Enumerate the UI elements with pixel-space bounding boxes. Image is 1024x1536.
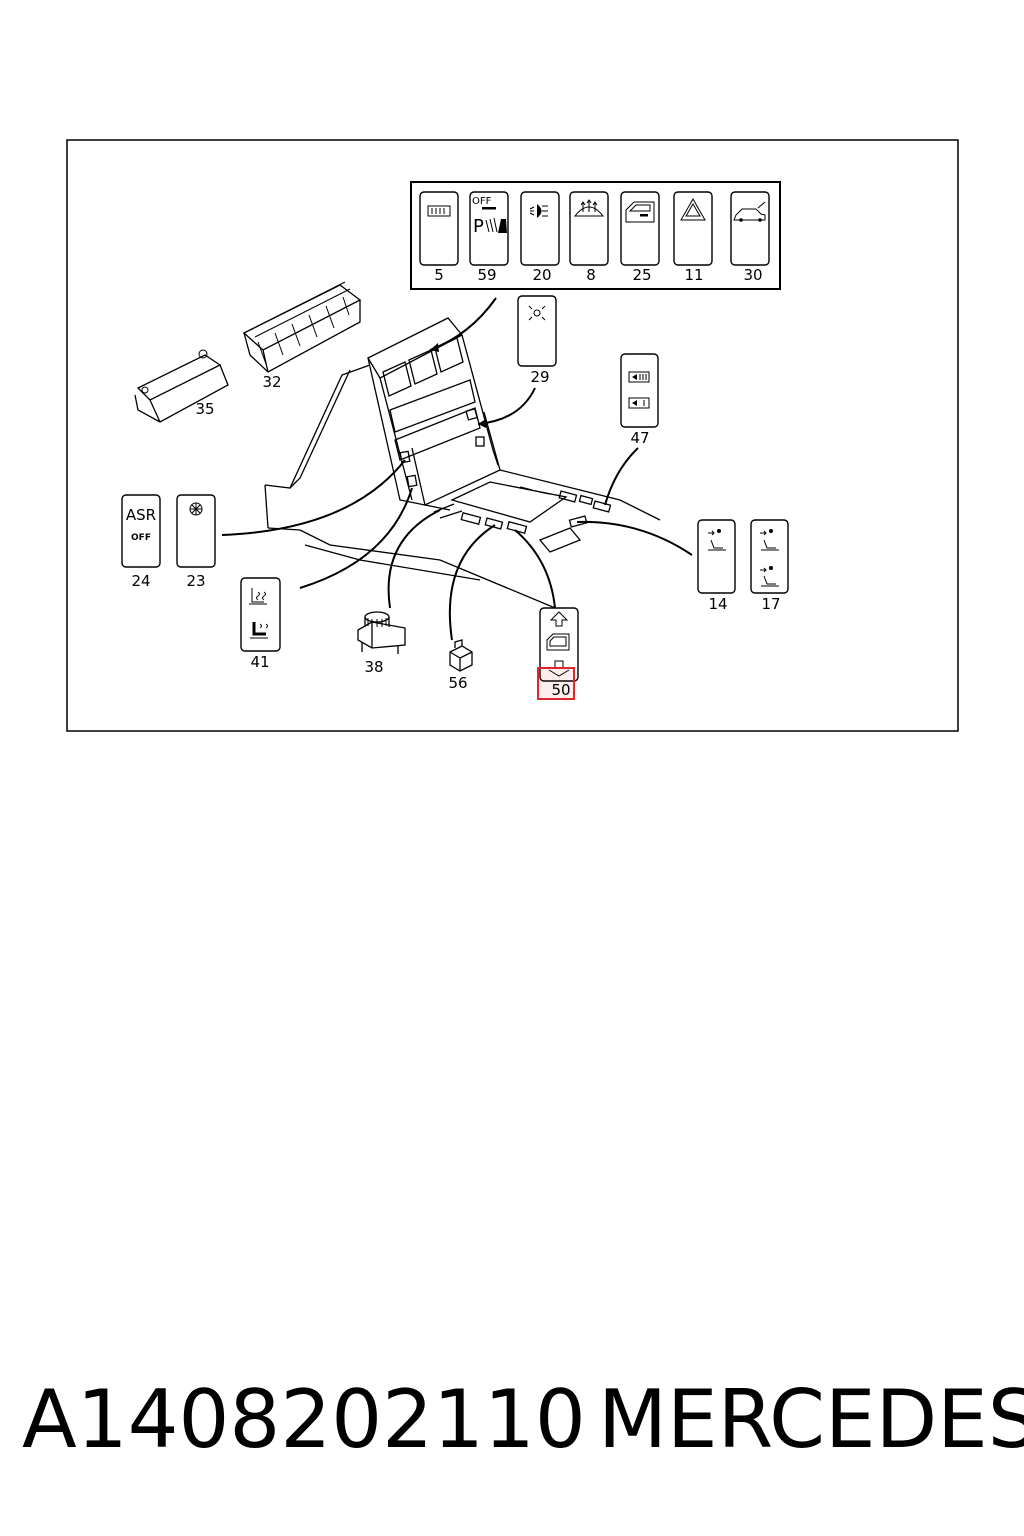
interior-light-icon: [528, 305, 546, 321]
asr-label: ASR: [126, 506, 156, 524]
seat-adjust-rear-icon: [760, 566, 779, 587]
parts-diagram: 5 OFF P 59 20: [66, 139, 959, 732]
callout-25: 25: [632, 266, 651, 284]
callout-32: 32: [262, 373, 281, 391]
callout-5: 5: [434, 266, 444, 284]
blind-down-icon: [628, 397, 650, 409]
callout-20: 20: [532, 266, 551, 284]
switch-17-seat-adjust[interactable]: [750, 519, 789, 594]
highlight-box-50: [537, 667, 575, 700]
arrow-down-icon: [548, 669, 570, 677]
callout-11: 11: [684, 266, 703, 284]
callout-41: 41: [250, 653, 269, 671]
switch-30-trunk[interactable]: [730, 191, 770, 266]
seat-heater-lower-icon: [250, 622, 268, 639]
switch-bank-top: 5 OFF P 59 20: [410, 181, 781, 290]
switch-14-seat-adjust[interactable]: [697, 519, 736, 594]
caption: A1408202110 MERCEDES: [0, 1370, 1024, 1470]
blind-up-icon: [628, 371, 650, 383]
callout-35: 35: [195, 400, 214, 418]
callout-17: 17: [761, 595, 780, 613]
diagram-frame: [66, 139, 959, 732]
part-32-switch-carrier: [242, 281, 362, 373]
callout-47: 47: [630, 429, 649, 447]
leader-lines: [221, 297, 693, 641]
brand-name: MERCEDES: [598, 1373, 1024, 1466]
callout-24: 24: [131, 572, 150, 590]
door-icon: [625, 201, 655, 223]
switch-11-hazard[interactable]: [673, 191, 713, 266]
callout-50: 50: [551, 681, 570, 699]
asr-off-label: OFF: [131, 533, 151, 543]
fog-light-icon: [529, 204, 548, 218]
part-56-small-switch: [449, 639, 473, 672]
callout-38: 38: [364, 658, 383, 676]
switch-23-heater[interactable]: [176, 494, 216, 568]
windshield-heater-icon: [573, 199, 605, 217]
arrow-up-icon: [549, 611, 569, 627]
switch-8-windshield-heater[interactable]: [569, 191, 609, 266]
switch-47-rear-blind[interactable]: [620, 353, 659, 428]
switch-41-seat-heater[interactable]: [240, 577, 281, 652]
parking-sensor-icon: [485, 217, 507, 233]
seat-adjust-front-icon: [760, 529, 779, 551]
seat-adjust-icon: [708, 529, 726, 551]
switch-25-door-lock[interactable]: [620, 191, 660, 266]
hazard-triangle-icon: [680, 197, 706, 221]
part-number: A1408202110: [22, 1373, 586, 1466]
rear-defroster-icon: [427, 205, 451, 217]
callout-59: 59: [477, 266, 496, 284]
switch-5-rear-defroster[interactable]: [419, 191, 459, 266]
window-icon: [546, 633, 570, 651]
switch-59-off-label: OFF: [472, 196, 492, 207]
switch-50-power-window[interactable]: [539, 607, 579, 682]
callout-8: 8: [586, 266, 596, 284]
seat-heater-upper-icon: [249, 588, 267, 605]
callout-30: 30: [743, 266, 762, 284]
car-trunk-icon: [733, 201, 766, 222]
part-35-cover-strip: [134, 349, 229, 423]
part-38-control-knob: [357, 611, 406, 654]
indicator-bar-icon: [482, 207, 496, 210]
callout-14: 14: [708, 595, 727, 613]
center-console-drawing: [264, 317, 661, 611]
switch-20-fog-light[interactable]: [520, 191, 560, 266]
switch-59-p-label: P: [473, 216, 484, 237]
switch-29-interior-light[interactable]: [517, 295, 557, 367]
callout-29: 29: [530, 368, 549, 386]
switch-59-parktronic[interactable]: OFF P: [469, 191, 509, 266]
callout-56: 56: [448, 674, 467, 692]
callout-23: 23: [186, 572, 205, 590]
switch-24-asr[interactable]: ASR OFF: [121, 494, 161, 568]
fan-icon: [189, 502, 203, 516]
